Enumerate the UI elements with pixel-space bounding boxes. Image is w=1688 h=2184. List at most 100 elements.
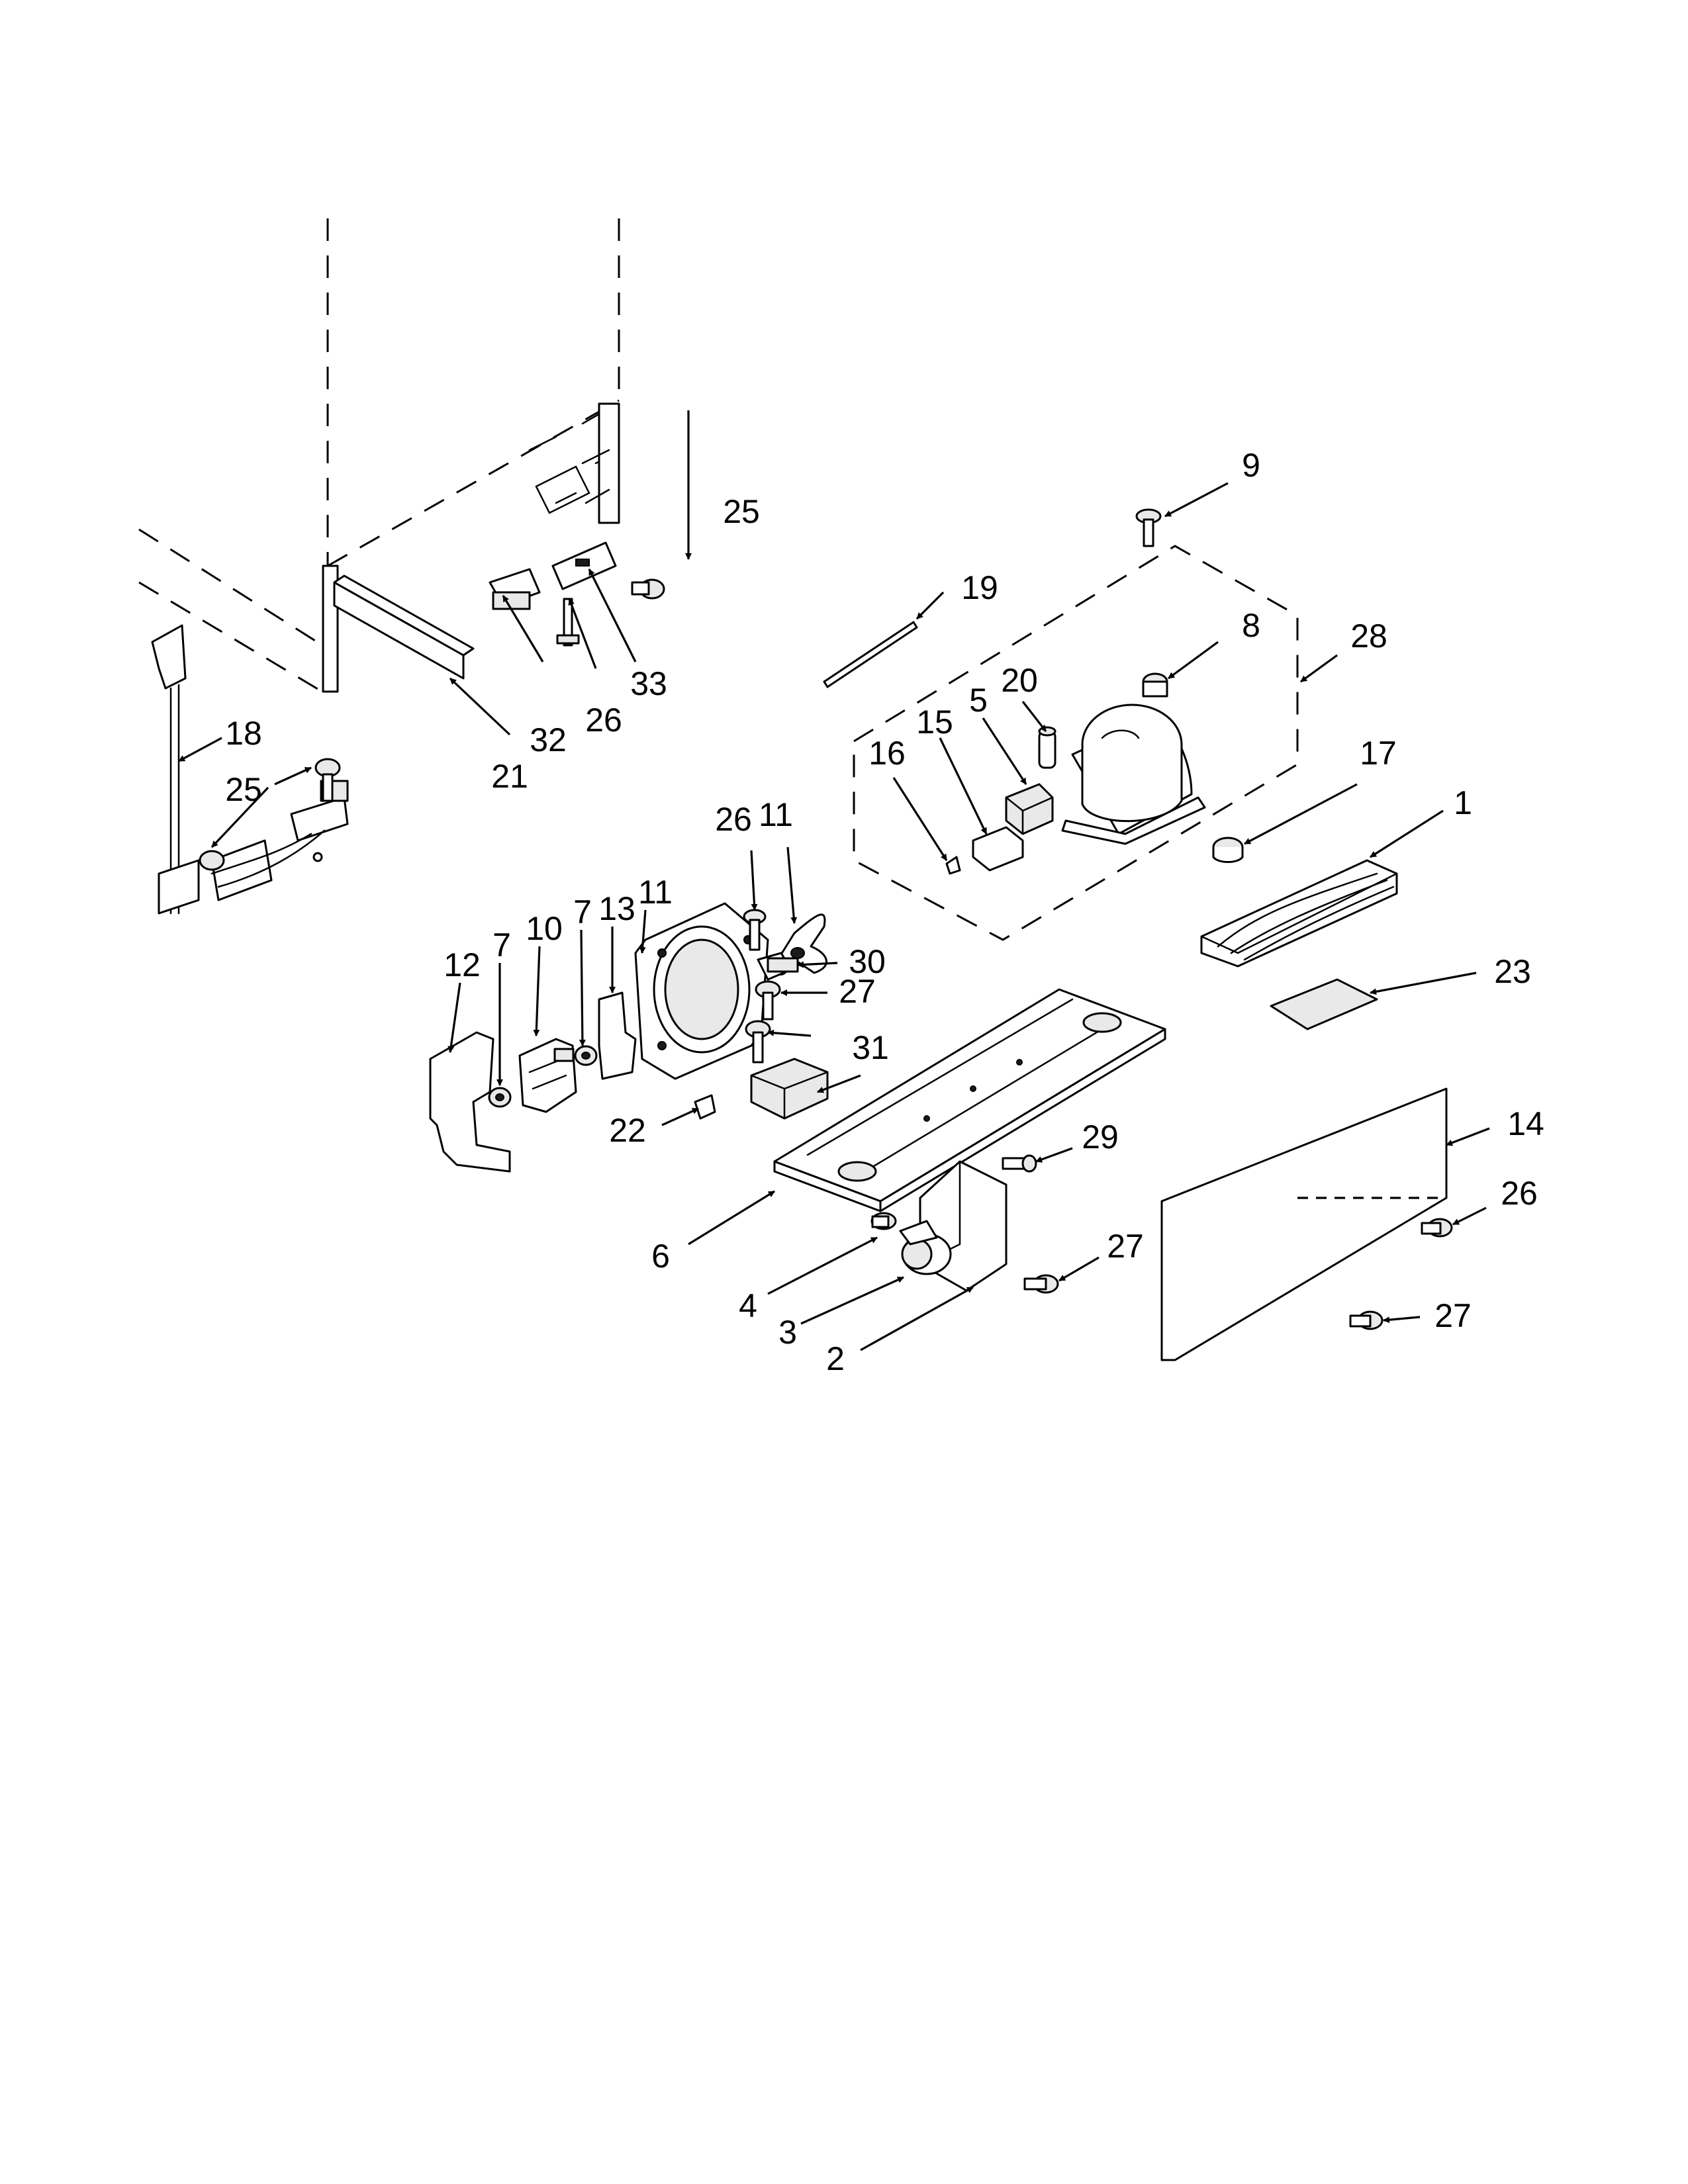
callout-27d: 27 [1434, 1297, 1472, 1334]
callout-26c: 26 [1501, 1175, 1538, 1212]
leader-21 [1021, 701, 1047, 732]
callout-26b: 26 [715, 801, 752, 838]
callout-21: 20 [1001, 662, 1038, 699]
clip-part-17 [945, 856, 961, 875]
knob-part-7-left [488, 1087, 512, 1108]
cover-part-16 [972, 826, 1024, 872]
base-plate-part-6 [773, 988, 1166, 1212]
leader-19 [178, 737, 222, 762]
compressor-part-28 [1061, 704, 1206, 845]
leader-2 [860, 1286, 974, 1351]
bracket-part-33 [551, 541, 617, 590]
pad-part-24 [1270, 978, 1378, 1030]
leader-25b [211, 786, 269, 848]
leader-29 [1035, 1147, 1073, 1163]
callout-1: 1 [1454, 784, 1472, 821]
knob-part-7-right [574, 1045, 598, 1066]
fan-motor-part-30 [757, 952, 799, 981]
callout-28: 28 [1350, 617, 1387, 655]
leader-10 [533, 946, 541, 1036]
leader-15 [1446, 1127, 1490, 1146]
leader-26a [568, 598, 597, 669]
leader-26c [1452, 1206, 1487, 1226]
callout-22: 21 [491, 758, 528, 795]
leader-6 [688, 1190, 775, 1246]
callout-numbers: 25 32 26 33 21 18 25 12 7 10 7 13 11 26 … [225, 447, 1544, 1377]
leader-28 [1300, 654, 1338, 683]
screw-part-29 [1002, 1154, 1037, 1173]
screw-part-27-mid [745, 1020, 771, 1064]
callout-17: 16 [868, 735, 906, 772]
callout-16: 15 [916, 704, 953, 741]
leader-27d [1383, 1316, 1421, 1324]
spacer-part-18 [1212, 837, 1244, 863]
screw-part-27-fan [755, 980, 781, 1021]
leader-32 [502, 595, 544, 662]
callout-25a: 25 [723, 493, 760, 530]
power-cord-part [151, 624, 349, 915]
drain-pan-part-1 [1200, 859, 1398, 968]
stud-part-9 [1135, 508, 1162, 547]
leader-26b [750, 850, 758, 911]
leader-23 [661, 1107, 699, 1126]
callout-6: 6 [651, 1238, 670, 1275]
callout-20: 19 [961, 569, 998, 606]
leader-11 [639, 909, 647, 954]
callout-10: 10 [526, 910, 563, 947]
callout-3: 3 [778, 1314, 797, 1351]
base-rail-part [333, 574, 475, 680]
callout-30: 30 [849, 943, 886, 980]
callout-13: 12 [444, 946, 481, 983]
cover-part-31 [750, 1058, 829, 1120]
bracket-part-14 [598, 991, 637, 1080]
leader-27c [1058, 1256, 1100, 1282]
relay-part-32 [489, 568, 541, 610]
compressor-phantom-outline [853, 545, 1299, 941]
leader-20 [915, 591, 945, 620]
screw-part-4 [870, 1212, 897, 1230]
callout-8: 8 [1242, 607, 1260, 644]
leader-1 [1370, 809, 1444, 858]
grommet-part-8 [1142, 672, 1168, 698]
thermostat-part-10 [518, 1038, 577, 1113]
leader-4 [767, 1236, 878, 1295]
callout-33: 33 [630, 665, 667, 702]
screw-part-26-fan [743, 909, 767, 951]
callout-12: 11 [759, 796, 793, 833]
callout-31: 31 [852, 1029, 889, 1066]
screw-part-26-panel [1421, 1218, 1453, 1238]
leader-18 [1244, 783, 1358, 845]
callout-32: 32 [530, 721, 567, 758]
leader-27b [767, 1029, 812, 1037]
leader-12 [786, 846, 798, 924]
line-part-20 [823, 621, 918, 688]
leader-22 [449, 677, 511, 736]
screw-part-27-lower [1023, 1274, 1059, 1294]
callout-11: 11 [638, 874, 673, 911]
callout-18: 17 [1360, 735, 1397, 772]
clip-part-23 [694, 1094, 716, 1120]
callout-7a: 7 [492, 927, 511, 964]
screw-part-27-panel [1349, 1310, 1383, 1330]
leader-9 [1164, 482, 1229, 518]
bracket-part-13 [429, 1031, 511, 1173]
fan-shroud-part-11 [634, 902, 769, 1080]
screw-part-26-upper [556, 598, 580, 647]
callout-19: 18 [225, 715, 262, 752]
callout-27a: 27 [839, 973, 876, 1010]
leader-5 [982, 717, 1027, 785]
callout-26a: 26 [585, 702, 622, 739]
callout-25b: 25 [225, 771, 262, 808]
callout-4: 4 [739, 1287, 757, 1324]
screw-part-25-upper [631, 578, 665, 600]
callout-27c: 27 [1107, 1228, 1144, 1265]
callout-9: 9 [1242, 447, 1260, 484]
leader-13 [447, 982, 461, 1053]
callout-23: 22 [609, 1112, 646, 1149]
leader-24 [1370, 972, 1477, 995]
callout-24: 23 [1494, 953, 1531, 990]
rear-panel-part-15 [1160, 1087, 1448, 1361]
leader-30 [797, 961, 838, 968]
callout-15: 14 [1507, 1105, 1544, 1142]
